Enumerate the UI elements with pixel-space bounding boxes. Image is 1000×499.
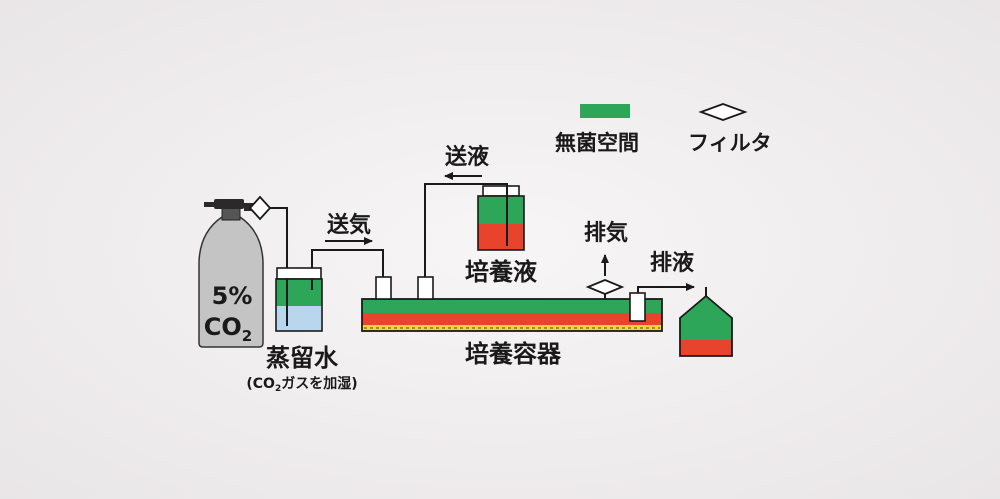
co2-cylinder: 5% CO2 — [198, 199, 264, 348]
water-bottle-outline — [275, 278, 323, 332]
water-bottle-cap — [276, 267, 322, 280]
distilled-water-label: 蒸留水 — [266, 344, 339, 372]
medium-bottle-sterile-space — [478, 196, 524, 224]
vessel-medium-port — [417, 276, 434, 300]
drain-container-liquid — [680, 340, 732, 356]
water-bottle-water — [276, 306, 322, 331]
humidify-note: (CO2ガスを加湿) — [246, 376, 357, 394]
liquid-feed-label: 送液 — [445, 144, 489, 170]
culture-vessel-label: 培養容器 — [465, 340, 562, 368]
drain-container-outline — [679, 294, 733, 357]
legend-filter-label: フィルタ — [688, 131, 772, 155]
water-bottle-sterile-space — [276, 279, 322, 306]
cylinder-gas: CO2 — [204, 313, 252, 345]
tube-vessel-to-drain — [637, 286, 655, 293]
cylinder-valve-knob — [204, 202, 216, 207]
medium-bottle-liquid — [478, 224, 524, 250]
humidify-subscript: 2 — [275, 384, 281, 394]
culture-medium-bottle — [477, 185, 525, 251]
tube-water-to-vessel — [311, 249, 384, 283]
cylinder-neck — [221, 207, 241, 221]
cylinder-gas-subscript: 2 — [242, 327, 252, 345]
drain-label: 排液 — [650, 250, 694, 276]
vessel-outline — [361, 298, 663, 332]
gas-feed-label: 送気 — [327, 212, 371, 238]
cylinder-concentration: 5% — [212, 282, 253, 310]
medium-bottle-cap — [482, 185, 520, 197]
exhaust-label: 排気 — [584, 220, 628, 246]
distilled-water-bottle — [275, 267, 323, 332]
legend-sterile-swatch — [580, 104, 630, 118]
legend: 無菌空間 フィルタ — [555, 103, 772, 155]
cylinder-body — [198, 216, 264, 348]
drain-container-sterile-space — [680, 296, 732, 340]
legend-filter-icon — [698, 103, 748, 121]
medium-bottle-outline — [477, 195, 525, 251]
vessel-medium-layer — [362, 313, 662, 325]
cylinder-outlet — [244, 203, 254, 211]
cylinder-valve — [214, 199, 244, 209]
exhaust-filter — [585, 279, 625, 295]
vessel-drain-port — [629, 292, 646, 322]
vessel-gas-port — [375, 276, 392, 300]
culture-medium-label: 培養液 — [465, 258, 537, 286]
culture-vessel — [361, 276, 663, 332]
legend-sterile-label: 無菌空間 — [555, 131, 639, 155]
cylinder-line-filter — [248, 195, 272, 221]
vessel-sterile-space — [362, 299, 662, 313]
drain-container — [679, 294, 733, 357]
vessel-cell-layer — [362, 325, 662, 331]
